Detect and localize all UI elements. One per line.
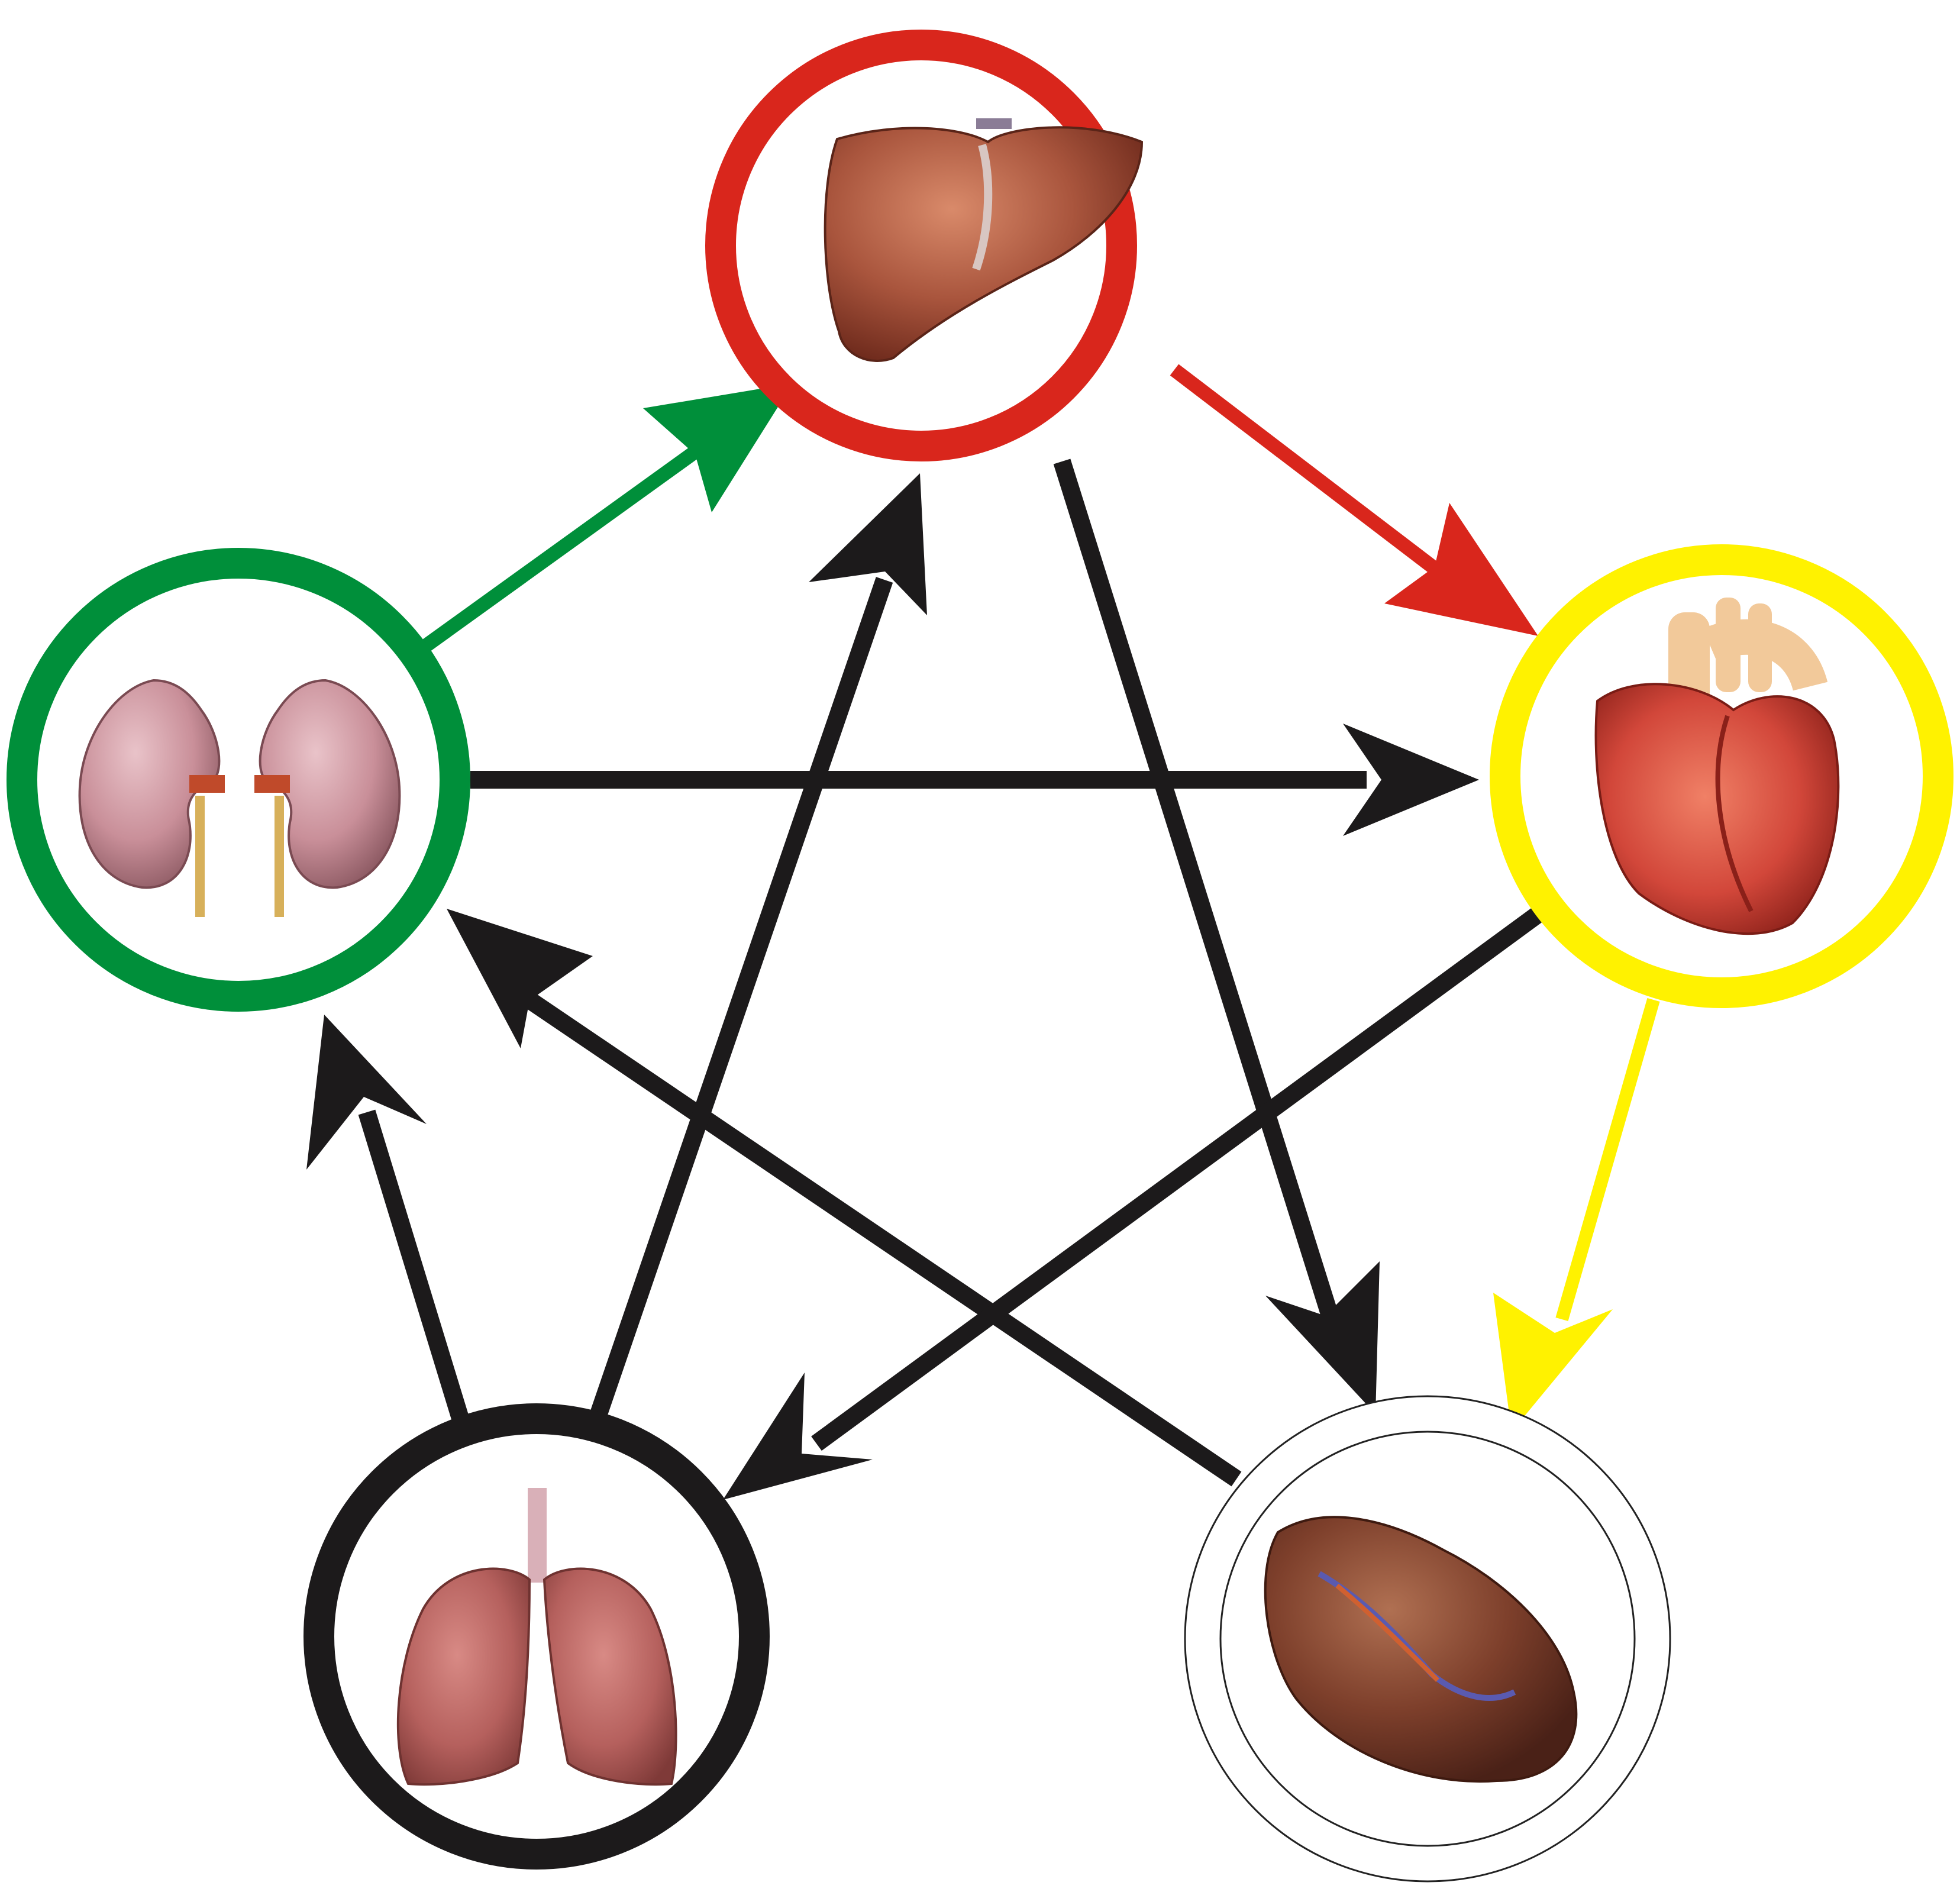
node-heart [1490,544,1953,1008]
arrow-spleen-to-kidneys [515,986,1242,1487]
arrow-shafts [358,364,1660,1487]
lungs-icon [396,1488,677,1786]
arrowhead-green [643,383,793,512]
node-liver [705,30,1144,461]
arrowhead-lungs-liver [809,473,927,615]
arrowheads [306,383,1613,1500]
heart-icon [1594,598,1840,935]
ring-black [303,1403,770,1870]
arrowhead-lungs-kidneys [306,1015,427,1170]
arrow-liver-to-spleen [1053,459,1340,1322]
arrowhead-red [1384,503,1538,636]
arrowhead-yellow [1493,1293,1613,1432]
arrowhead-liver-spleen [1265,1261,1380,1414]
kidneys-icon [78,679,401,917]
arrow-lungs-to-liver [586,577,893,1429]
arrowhead-kidneys-heart [1343,724,1479,836]
arrow-kidneys-to-liver [418,444,703,654]
arrow-lungs-to-kidneys [358,1109,473,1435]
spleen-icon [1264,1516,1578,1783]
arrow-heart-to-lungs [811,906,1544,1451]
arrowhead-heart-lungs [723,1373,873,1500]
arrow-heart-to-spleen [1555,997,1660,1322]
arrowhead-spleen-kidneys [447,909,593,1048]
liver-icon [824,118,1144,362]
node-spleen [1184,1395,1671,1883]
node-kidneys [7,548,470,1012]
node-lungs [303,1403,770,1870]
ring-green [7,548,470,1012]
arrow-liver-to-heart [1170,364,1454,586]
